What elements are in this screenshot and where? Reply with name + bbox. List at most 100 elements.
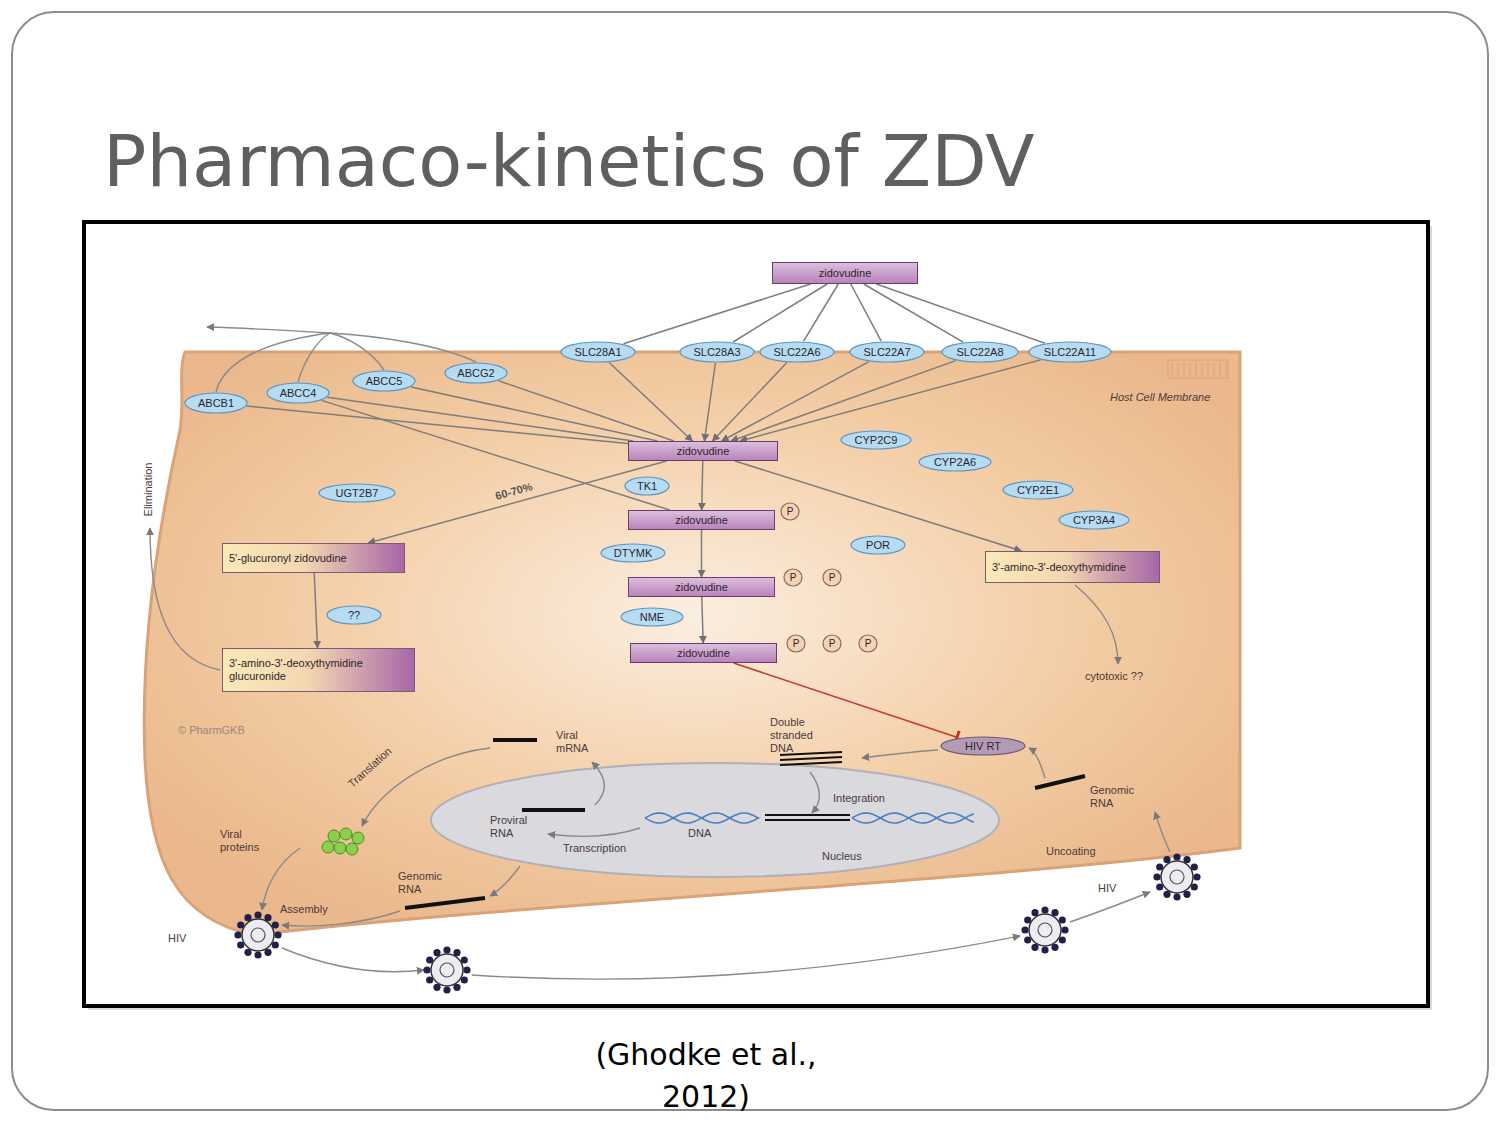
transporter-ellipse: SLC22A7 bbox=[849, 341, 925, 363]
slide-title: Pharmaco-kinetics of ZDV bbox=[103, 116, 1035, 206]
ellipse-shape bbox=[851, 536, 905, 554]
virion-spike bbox=[443, 946, 450, 953]
ellipse-shape bbox=[319, 484, 395, 502]
phosphate-circle: P bbox=[858, 634, 878, 653]
node-text: zidovudine bbox=[675, 514, 728, 527]
virion-spike bbox=[1173, 853, 1180, 860]
genomic-rna-bar bbox=[1035, 776, 1085, 788]
virion-spike bbox=[254, 951, 261, 958]
drug-box: zidovudine bbox=[628, 577, 775, 597]
virion-spike bbox=[1031, 944, 1038, 951]
uncoating-arrow bbox=[1155, 812, 1170, 852]
transporter-ellipse: SLC28A3 bbox=[679, 341, 755, 363]
virion-envelope bbox=[431, 954, 463, 986]
efflux-line bbox=[330, 333, 384, 370]
virion-spike bbox=[1163, 891, 1170, 898]
cell-outline bbox=[144, 352, 1240, 935]
virion-spike bbox=[453, 949, 460, 956]
ellipse-shape bbox=[823, 569, 841, 586]
assembly-arrow bbox=[262, 848, 300, 910]
enzyme-ellipse: POR bbox=[850, 535, 906, 555]
drug-box: zidovudine bbox=[628, 441, 778, 461]
connector bbox=[247, 406, 628, 444]
transporter-ellipse: SLC22A8 bbox=[941, 341, 1019, 363]
enzyme-ellipse: UGT2B7 bbox=[318, 483, 396, 503]
stripe bbox=[1208, 362, 1209, 376]
enzyme-ellipse: CYP2E1 bbox=[1002, 480, 1074, 500]
stripe bbox=[1202, 362, 1203, 376]
node-text: SLC28A1 bbox=[574, 346, 621, 359]
metabolite-box: 3'-amino-3'-deoxythymidine glucuronide bbox=[222, 648, 415, 692]
virion-envelope bbox=[1029, 914, 1061, 946]
rna-to-rt-arrow bbox=[1029, 748, 1045, 778]
virion-spike bbox=[1163, 856, 1170, 863]
virion-spike bbox=[426, 956, 433, 963]
node-text: P bbox=[787, 505, 794, 518]
rna-bars bbox=[405, 740, 1085, 908]
node-text: SLC22A11 bbox=[1044, 346, 1096, 359]
budding-arrow bbox=[282, 948, 424, 972]
virion-spike bbox=[1061, 926, 1068, 933]
virion-spike bbox=[461, 956, 468, 963]
connector bbox=[702, 597, 703, 643]
virion-spike bbox=[237, 921, 244, 928]
virion-spike bbox=[443, 986, 450, 993]
transporter-ellipse: SLC22A6 bbox=[759, 341, 835, 363]
stripe bbox=[1196, 362, 1197, 376]
efflux-line bbox=[330, 333, 476, 362]
virion-spike bbox=[1059, 936, 1066, 943]
transporter-ellipse: ABCC4 bbox=[266, 382, 330, 404]
node-text: DTYMK bbox=[614, 547, 653, 560]
phosphate-circle: P bbox=[786, 634, 806, 653]
virion-spike bbox=[1193, 873, 1200, 880]
metabolite-box: 3'-amino-3'-deoxythymidine bbox=[985, 551, 1160, 583]
diagram-label: Viral proteins bbox=[220, 828, 275, 854]
diagram-label: Assembly bbox=[280, 903, 328, 916]
enzyme-ellipse: CYP2A6 bbox=[918, 452, 992, 472]
transporter-ellipse: SLC22A11 bbox=[1028, 341, 1112, 363]
virion-spike bbox=[244, 949, 251, 956]
genomic-rna-bar bbox=[405, 898, 485, 908]
protein-dot bbox=[346, 843, 358, 855]
enzyme-ellipse: ?? bbox=[326, 605, 382, 625]
elimination-arrow bbox=[150, 528, 220, 670]
node-text: SLC22A7 bbox=[863, 346, 910, 359]
virion-spike bbox=[1021, 926, 1028, 933]
connector bbox=[864, 284, 963, 342]
provirus-strand bbox=[765, 814, 850, 816]
node-text: CYP2A6 bbox=[934, 456, 976, 469]
ellipse-shape bbox=[625, 477, 669, 495]
diagram-label: cytotoxic ?? bbox=[1085, 670, 1143, 683]
drug-box: zidovudine bbox=[630, 643, 777, 663]
hiv-virion bbox=[1021, 906, 1068, 953]
diagram-label: Integration bbox=[833, 792, 885, 805]
virion-spike bbox=[1031, 909, 1038, 916]
enzyme-ellipse: DTYMK bbox=[600, 543, 666, 563]
node-text: P bbox=[790, 571, 797, 584]
node-text: ?? bbox=[348, 609, 360, 622]
ellipse-shape bbox=[621, 608, 683, 626]
diagram-label: HIV bbox=[168, 932, 186, 945]
stripe bbox=[1172, 362, 1173, 376]
efflux-arrow bbox=[207, 327, 330, 333]
drug-box: zidovudine bbox=[628, 510, 775, 530]
infection-arrow bbox=[472, 936, 1020, 979]
node-text: P bbox=[865, 637, 872, 650]
virion-spike bbox=[274, 931, 281, 938]
virion-spike bbox=[1041, 946, 1048, 953]
ellipse-shape bbox=[781, 503, 799, 520]
stripe bbox=[1226, 362, 1227, 376]
connector bbox=[702, 461, 703, 510]
virion-spike bbox=[1183, 891, 1190, 898]
diagram-label: HIV bbox=[1098, 882, 1116, 895]
stripe bbox=[1190, 362, 1191, 376]
mrna-arrow bbox=[592, 762, 604, 805]
connector bbox=[322, 400, 670, 510]
connector bbox=[328, 397, 634, 441]
node-text: zidovudine bbox=[677, 445, 730, 458]
phosphate-circle: P bbox=[822, 634, 842, 653]
connector bbox=[411, 387, 657, 441]
stripe bbox=[1220, 362, 1221, 376]
connector bbox=[609, 363, 692, 442]
virion-spike bbox=[1153, 873, 1160, 880]
